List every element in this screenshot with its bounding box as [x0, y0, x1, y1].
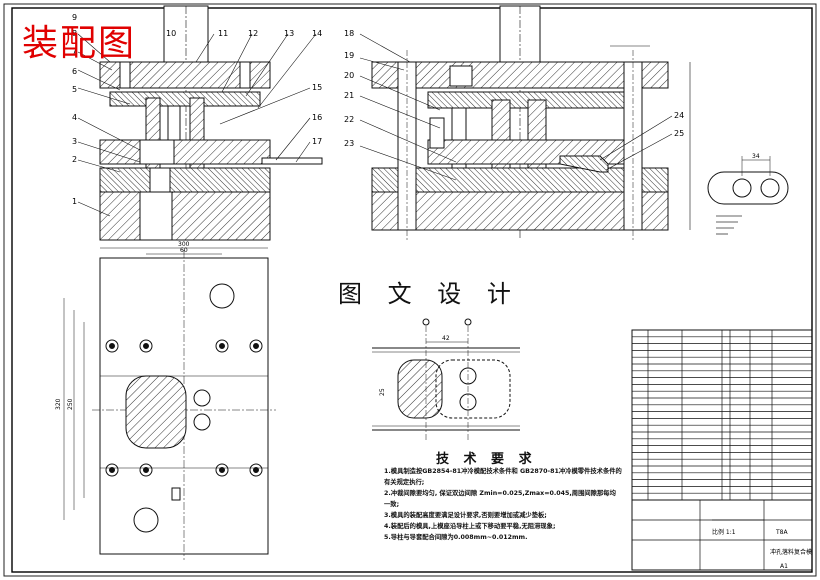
- dim-34: 34: [752, 153, 760, 160]
- callout-18: 18: [344, 29, 354, 38]
- material-text: T8A: [775, 529, 788, 536]
- requirement-5: 5.导柱与导套配合间隙为0.008mm~0.012mm.: [384, 534, 528, 541]
- requirement-4: 4.装配后的模具,上模座沿导柱上或下移动要平稳,无阻滞现象;: [384, 523, 556, 530]
- callout-13: 13: [284, 29, 294, 38]
- sheet-size: A1: [780, 563, 788, 570]
- callout-6: 6: [72, 67, 77, 76]
- part-sketch: [707, 156, 789, 205]
- dim-250: 250: [67, 398, 74, 410]
- callout-23: 23: [344, 139, 354, 148]
- part-notes: [716, 215, 742, 235]
- callout-14: 14: [312, 29, 322, 38]
- callout-2: 2: [72, 155, 77, 164]
- drawing-label: 冲孔落料复合模: [770, 548, 812, 556]
- title-block-text: 比例 1:1 T8A 冲孔落料复合模 A1: [712, 528, 812, 570]
- dim-300: 300: [178, 241, 190, 248]
- sheet-frame: [11, 7, 813, 573]
- callout-12: 12: [248, 29, 258, 38]
- front-section-view: [77, 5, 323, 241]
- side-section-view: [359, 5, 691, 240]
- page-title: 装配图: [22, 23, 137, 64]
- requirement-3: 3.模具的装配高度要满足设计要求,否则要增加或减少垫板;: [384, 512, 547, 519]
- plan-dimensions: 300 60 320 250: [55, 241, 190, 410]
- callout-5: 5: [72, 85, 77, 94]
- requirement-1: 1.模具制造按GB2854-81冲冷模配技术条件和 GB2870-81冲冷模零件…: [384, 468, 622, 486]
- front-view-callouts: 9 8 7 6 5 4 3 2 1 10 11 12 13 14 15 16 1…: [72, 13, 322, 206]
- callout-21: 21: [344, 91, 354, 100]
- callout-8: 8: [72, 29, 77, 38]
- requirement-2: 2.冲裁间隙要均匀, 保证双边间隙 Zmin=0.025,Zmax=0.045,…: [384, 490, 616, 508]
- dim-25: 25: [379, 388, 386, 396]
- callout-17: 17: [312, 137, 322, 146]
- callout-16: 16: [312, 113, 322, 122]
- callout-20: 20: [344, 71, 354, 80]
- callout-22: 22: [344, 115, 354, 124]
- dim-320: 320: [55, 398, 62, 410]
- design-title: 图 文 设 计: [338, 280, 520, 308]
- callout-1: 1: [72, 197, 77, 206]
- side-view-callouts: 18 19 20 21 22 23 24 25: [344, 29, 684, 148]
- callout-25: 25: [674, 129, 684, 138]
- callout-24: 24: [674, 111, 684, 120]
- parts-list-rows: [632, 336, 812, 494]
- tech-requirements-list: 1.模具制造按GB2854-81冲冷模配技术条件和 GB2870-81冲冷模零件…: [384, 466, 622, 543]
- callout-9: 9: [72, 13, 77, 22]
- dim-42: 42: [442, 335, 450, 342]
- parts-list: [631, 329, 813, 571]
- scale-text: 比例 1:1: [712, 528, 736, 536]
- strip-layout: [372, 318, 520, 440]
- plan-view: [63, 247, 276, 560]
- callout-15: 15: [312, 83, 322, 92]
- callout-10: 10: [166, 29, 176, 38]
- callout-19: 19: [344, 51, 354, 60]
- callout-4: 4: [72, 113, 77, 122]
- tech-requirements-title: 技 术 要 求: [436, 452, 537, 467]
- dim-60: 60: [180, 247, 188, 254]
- callout-11: 11: [218, 29, 228, 38]
- callout-3: 3: [72, 137, 77, 146]
- callout-7: 7: [72, 47, 77, 56]
